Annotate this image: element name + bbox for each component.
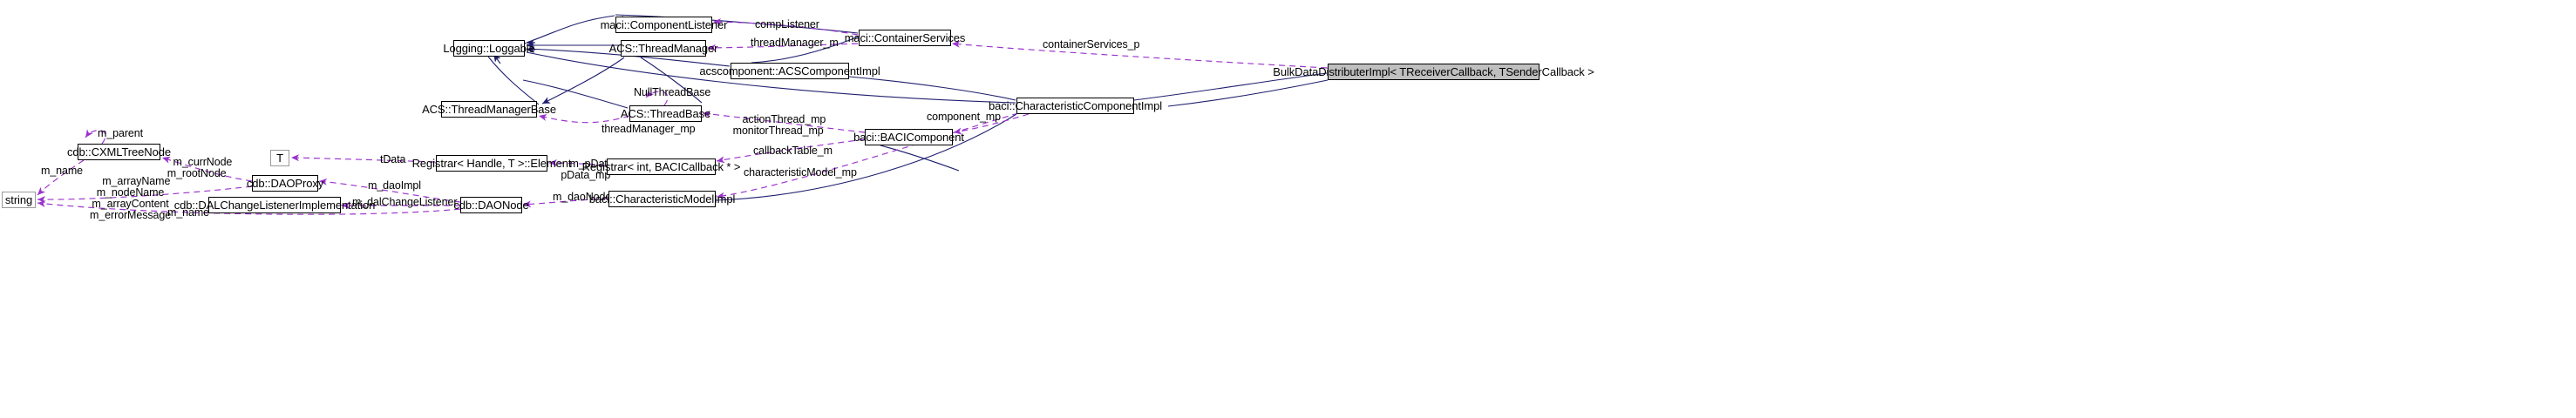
edge-label-threadmanager-m: threadManager_m	[751, 37, 839, 49]
node-template-t[interactable]: T	[270, 150, 289, 166]
edge-label-text: m_parent	[98, 127, 144, 139]
node-label: baci::CharacteristicModelImpl	[588, 192, 736, 206]
node-cdb-dalchangelistenerimplementation[interactable]: cdb::DALChangeListenerImplementation	[174, 197, 375, 213]
edge-label-containerservices-p: containerServices_p	[1043, 39, 1139, 51]
node-label: cdb::CXMLTreeNode	[67, 145, 171, 158]
node-label: ACS::ThreadBase	[620, 107, 711, 120]
node-cdb-daoproxy[interactable]: cdb::DAOProxy	[247, 175, 323, 192]
node-label: Registrar< Handle, T >::Element	[411, 157, 572, 170]
edge-label-m-name-cxmltreenode: m_name	[41, 165, 83, 177]
node-cdb-daonode[interactable]: cdb::DAONode	[453, 197, 529, 213]
edge-label-text: threadManager_mp	[602, 123, 696, 135]
node-logging-loggable[interactable]: Logging::Loggable	[443, 40, 535, 57]
node-baci-characteristicmodelimpl[interactable]: baci::CharacteristicModelImpl	[589, 191, 735, 207]
edge-label-m-arrayname-group: m_arrayName m_nodeName m_arrayContent m_…	[90, 165, 171, 233]
edge-label-text: threadManager_m	[751, 37, 839, 49]
node-label: maci::ContainerServices	[844, 31, 966, 44]
node-label: ACS::ThreadManagerBase	[422, 103, 556, 116]
node-maci-componentlistener[interactable]: maci::ComponentListener	[601, 17, 728, 33]
edge-label-text: m_arrayName m_nodeName m_arrayContent m_…	[90, 175, 172, 221]
node-label: T	[276, 152, 283, 165]
node-label: acscomponent::ACSComponentImpl	[699, 64, 880, 78]
node-bulkdatadistributerimpl[interactable]: BulkDataDistributerImpl< TReceiverCallba…	[1273, 64, 1594, 80]
node-string[interactable]: string	[2, 192, 36, 208]
node-label: ACS::ThreadManager	[608, 42, 718, 55]
edge-label-nullthreadbase: NullThreadBase	[634, 87, 710, 98]
edge-label-text: m_daoImpl	[368, 179, 421, 192]
edge-label-callbacktable-m: callbackTable_m	[753, 145, 833, 157]
edge-label-characteristicmodel-mp: characteristicModel_mp	[744, 167, 857, 179]
node-label: cdb::DAONode	[453, 199, 529, 212]
edge-label-text: tData	[380, 153, 406, 165]
node-label: string	[4, 193, 33, 206]
edge-label-text: compListener	[755, 18, 819, 30]
edge-label-text: actionThread_mp monitorThread_mp	[732, 113, 826, 137]
edge-label-text: m_name	[41, 165, 84, 177]
node-label: Logging::Loggable	[443, 42, 535, 55]
node-cdb-cxmltreenode[interactable]: cdb::CXMLTreeNode	[67, 144, 171, 160]
node-label: maci::ComponentListener	[600, 18, 728, 31]
edge-label-text: characteristicModel_mp	[744, 166, 857, 179]
node-acs-threadmanagerbase[interactable]: ACS::ThreadManagerBase	[422, 101, 556, 118]
node-acs-threadbase[interactable]: ACS::ThreadBase	[621, 105, 710, 122]
edge-label-tdata: tData	[380, 154, 405, 165]
node-registrar-int-bacicallback[interactable]: Registrar< int, BACICallback * >	[582, 158, 740, 175]
edge-label-m-currnode: m_currNode m_rootNode	[161, 145, 233, 191]
node-label: baci::CharacteristicComponentImpl	[989, 99, 1163, 112]
node-label: baci::BACIComponent	[853, 131, 964, 144]
edge-label-text: m_currNode m_rootNode	[167, 156, 233, 179]
node-acscomponent-acscomponentimpl[interactable]: acscomponent::ACSComponentImpl	[699, 63, 880, 79]
node-label: cdb::DAOProxy	[246, 177, 324, 190]
edge-label-component-mp: component_mp	[927, 111, 1001, 123]
edge-label-m-parent: m_parent	[98, 128, 143, 139]
edge-label-threadmanager-mp: threadManager_mp	[602, 124, 696, 135]
edge-label-text: NullThreadBase	[634, 86, 711, 98]
node-acs-threadmanager[interactable]: ACS::ThreadManager	[609, 40, 717, 57]
edge-label-m-daoimpl: m_daoImpl	[368, 180, 421, 192]
node-registrar-handle-t-element[interactable]: Registrar< Handle, T >::Element	[412, 155, 572, 172]
node-maci-containerservices[interactable]: maci::ContainerServices	[845, 30, 965, 46]
node-label: BulkDataDistributerImpl< TReceiverCallba…	[1273, 65, 1594, 78]
node-baci-bacicomponent[interactable]: baci::BACIComponent	[853, 129, 964, 145]
node-baci-characteristiccomponentimpl[interactable]: baci::CharacteristicComponentImpl	[989, 98, 1162, 114]
edge-label-text: component_mp	[927, 111, 1001, 123]
edge-label-text: containerServices_p	[1043, 38, 1140, 51]
edge-label-actionthread-mp: actionThread_mp monitorThread_mp	[731, 103, 826, 148]
node-label: cdb::DALChangeListenerImplementation	[173, 199, 376, 212]
node-label: Registrar< int, BACICallback * >	[581, 160, 741, 173]
edge-label-complistener: compListener	[755, 19, 819, 30]
edge-label-text: callbackTable_m	[753, 145, 833, 157]
